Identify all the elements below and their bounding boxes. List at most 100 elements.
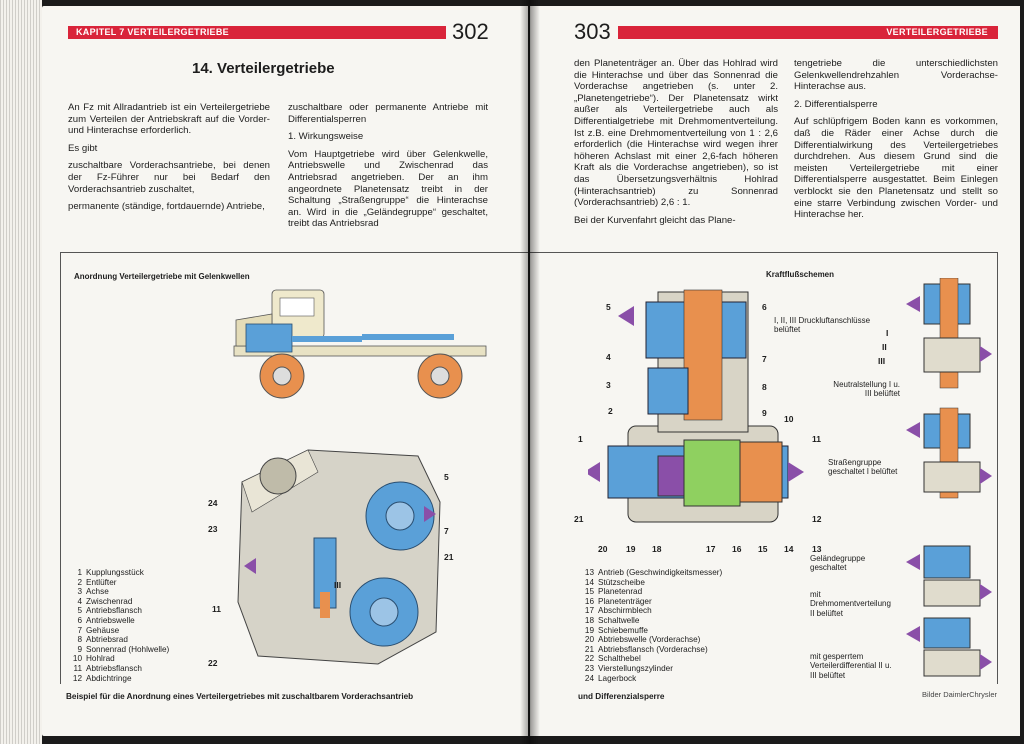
paragraph: zuschaltbare Vorderachsantriebe, bei den… [68,160,270,195]
right-column-2: tengetriebe die unterschiedlichsten Gele… [794,58,998,227]
paragraph: Vom Hauptgetriebe wird über Gelenkwelle,… [288,148,488,230]
section-number: 17 [706,544,716,554]
callout-7: 7 [444,526,449,536]
paragraph: permanente (ständige, fortdauernde) Antr… [68,201,265,213]
right-page-number: 303 [574,19,611,44]
paragraph: Auf schlüpfrigem Boden kann es vorkommen… [794,116,998,221]
section-number: 16 [732,544,742,554]
truck-illustration [233,289,487,399]
figure-rule [530,252,998,253]
schema-label: Geländegruppe geschaltet [810,554,866,573]
right-page: 303 VERTEILERGETRIEBE den Planetenträger… [530,6,1020,736]
left-page: KAPITEL 7 VERTEILERGETRIEBE 302 14. Vert… [42,6,528,736]
figure-rule [60,252,61,684]
roman-I: I [886,328,889,338]
subheading: 2. Differentialsperre [794,98,878,110]
paragraph: Es gibt [68,142,98,154]
section-number: 18 [652,544,662,554]
section-number: 5 [606,302,611,312]
section-number: 12 [812,514,822,524]
paragraph: An Fz mit Allradantrieb ist ein Verteile… [68,102,270,137]
schema-label: I, II, III Druckluftanschlüsse belüftet [774,316,871,335]
callout-21: 21 [444,552,454,562]
right-caption: und Differenzialsperre [578,692,665,701]
image-credit: Bilder DaimlerChrysler [922,690,998,699]
roman-III: III [878,356,886,366]
left-page-number: 302 [452,19,489,44]
section-number: 10 [784,414,794,424]
section-number: 13 [812,544,822,554]
section-number: 11 [812,434,821,444]
subheading: 1. Wirkungsweise [288,131,364,143]
section-number: 21 [574,514,584,524]
section-number: 14 [784,544,794,554]
callout-24: 24 [208,498,218,508]
section-number: 20 [598,544,608,554]
paragraph: Bei der Kurvenfahrt gleicht das Plane- [574,214,736,226]
callout-5: 5 [444,472,449,482]
right-header-bar: VERTEILERGETRIEBE [618,26,998,39]
figure-title: Anordnung Verteilergetriebe mit Gelenkwe… [74,272,250,281]
section-number: 8 [762,382,767,392]
left-column-2: zuschaltbare oder permanente Antriebe mi… [288,102,488,236]
paragraph: zuschaltbare oder permanente Antriebe mi… [288,102,488,125]
figure-rule [60,252,528,253]
section-drawing [588,289,804,523]
section-number: 6 [762,302,767,312]
callout-23: 23 [208,524,218,534]
schema-label: Straßengruppe geschaltet I belüftet [828,458,898,477]
schema-label: Neutralstellung I u. III belüftet [833,380,900,399]
right-column-1: den Planetenträger an. Über das Hohlrad … [574,58,778,232]
paragraph: tengetriebe die unterschiedlichsten Gele… [794,58,998,93]
right-header-text: VERTEILERGETRIEBE [886,27,988,37]
section-number: 7 [762,354,767,364]
figure-title: Kraftflußschemen [766,270,835,279]
section-number: 19 [626,544,636,554]
roman-II: II [882,342,887,352]
section-number: 9 [762,408,767,418]
section-number: 15 [758,544,768,554]
schema-label: mit Drehmomentverteilung II belüftet [810,590,891,618]
left-caption: Beispiel für die Anordnung eines Verteil… [66,692,414,701]
figure-rule [997,252,998,684]
section-number: 4 [606,352,611,362]
section-number: 3 [606,380,611,390]
callout-22: 22 [208,658,218,668]
transfer-case-cutaway [237,449,441,665]
power-flow-schemas [906,278,992,677]
section-number: 2 [608,406,613,416]
section-number: 1 [578,434,583,444]
section-title: 14. Verteilergetriebe [192,60,335,77]
left-column-1: An Fz mit Allradantrieb ist ein Verteile… [68,102,270,219]
callout-III: III [334,580,342,590]
left-header-text: KAPITEL 7 VERTEILERGETRIEBE [76,27,229,37]
page-edges [0,0,42,744]
schema-label: mit gesperrtem Verteilerdifferential II … [810,652,892,680]
paragraph: den Planetenträger an. Über das Hohlrad … [574,58,778,209]
